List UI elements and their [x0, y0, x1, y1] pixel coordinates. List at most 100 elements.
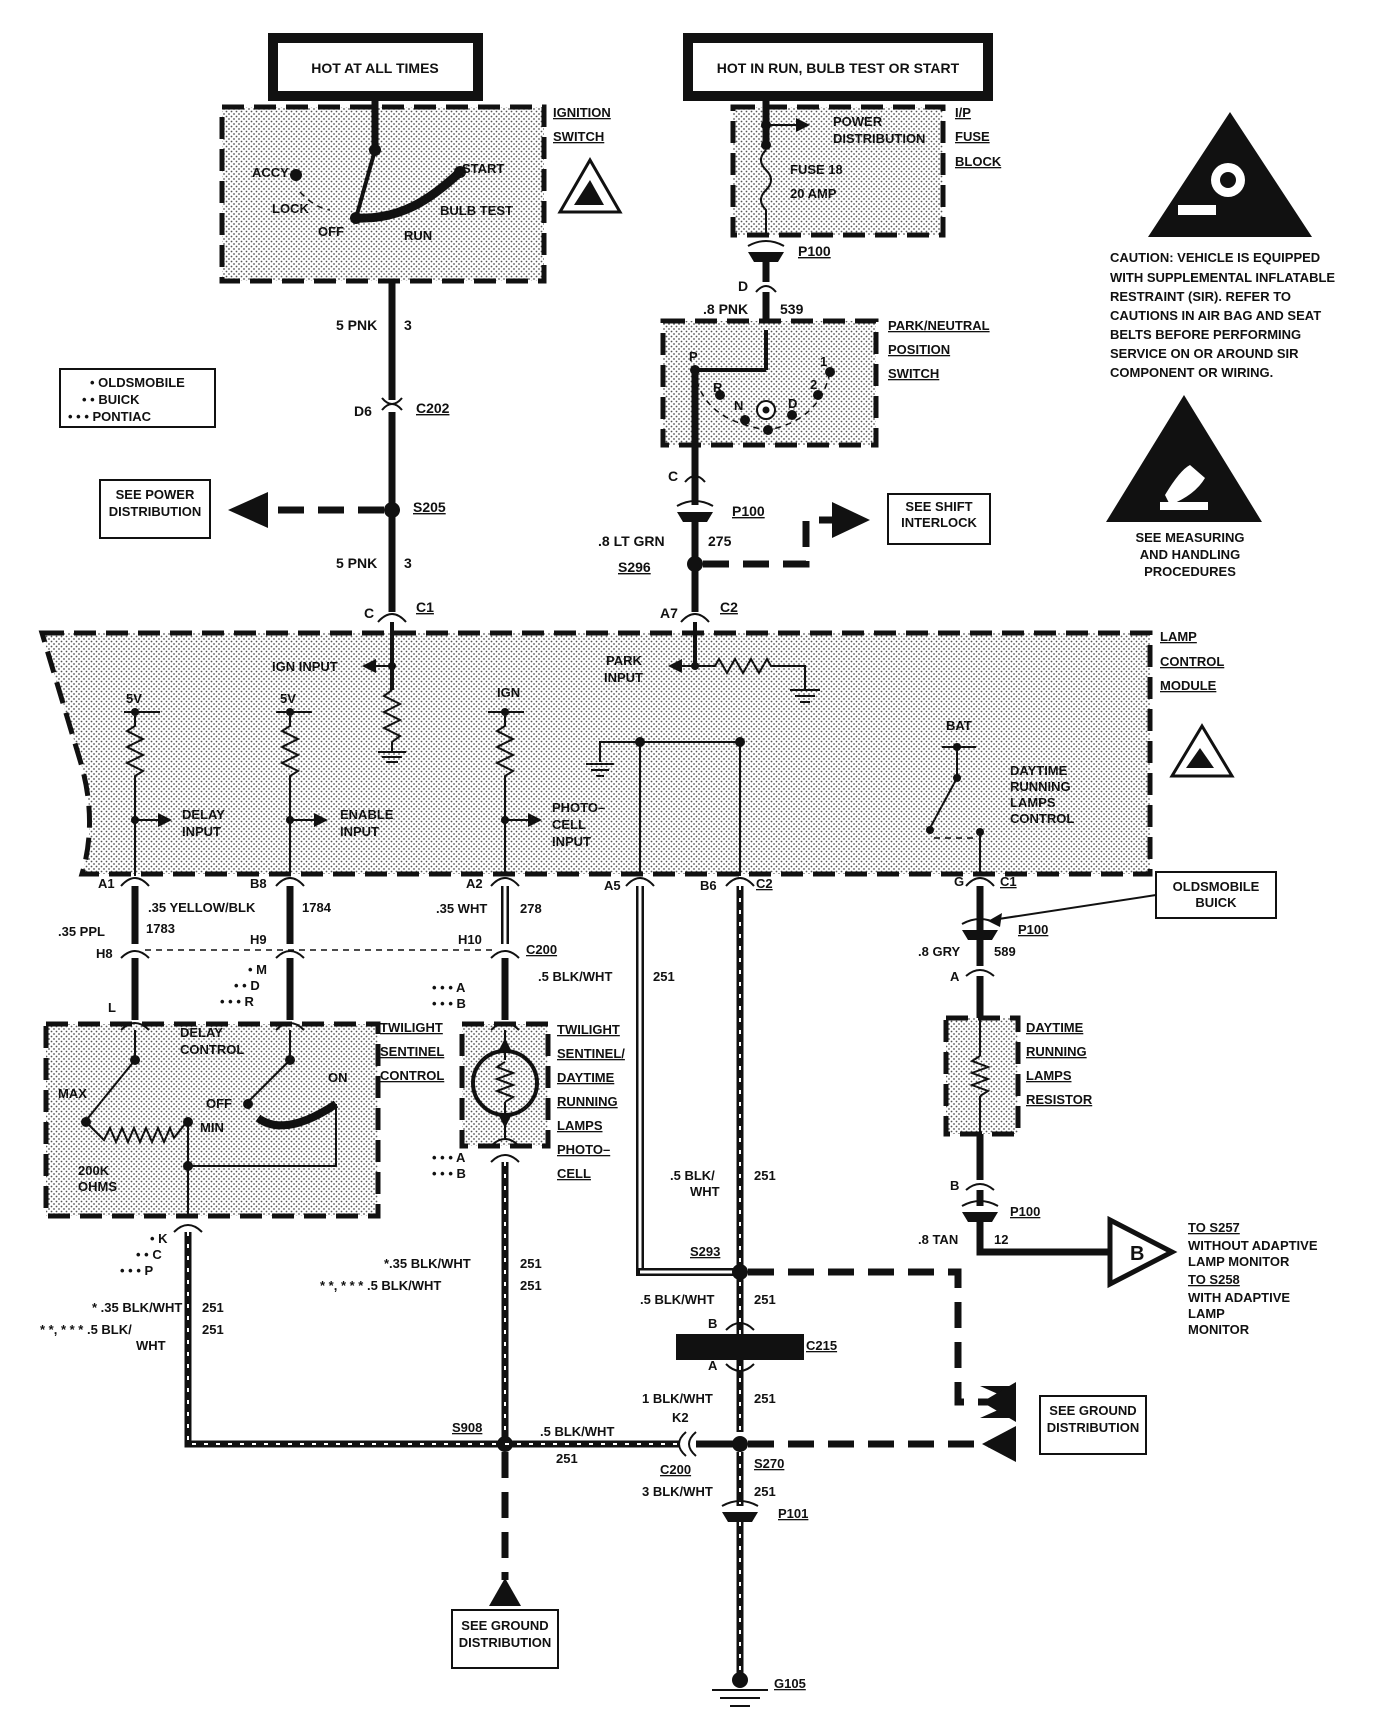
pn-p: P [689, 349, 698, 364]
wire-bw5: * .35 BLK/WHT [92, 1300, 182, 1315]
ref-power-1: SEE POWER [116, 487, 195, 502]
wire-12: 12 [994, 1232, 1008, 1247]
tw-label-3: CONTROL [380, 1068, 444, 1083]
wire-251j: 251 [754, 1484, 776, 1499]
tw-ohms-1: 200K [78, 1163, 110, 1178]
conn-c-pn: C [668, 468, 678, 484]
lcm-drl-4: CONTROL [1010, 811, 1074, 826]
conn-b-bot: • • • B [432, 1166, 466, 1181]
lcm-enable-1: ENABLE [340, 807, 394, 822]
lcm-label-3: MODULE [1160, 678, 1217, 693]
conn-b-top: • • • B [432, 996, 466, 1011]
conn-h10: H10 [458, 932, 482, 947]
conn-b-drl: B [950, 1178, 959, 1193]
conn-a2: A2 [466, 876, 483, 891]
wire-bw6a: * *, * * * .5 BLK/ [40, 1322, 132, 1337]
lcm-5v-b: 5V [280, 691, 296, 706]
wire-251c: 251 [520, 1256, 542, 1271]
lcm-bat: BAT [946, 718, 972, 733]
header-hot-all-times-text: HOT AT ALL TIMES [311, 60, 439, 76]
wire-3-a: 3 [404, 317, 412, 333]
wire-bw1: .5 BLK/WHT [538, 969, 612, 984]
fuse-block-label-2: FUSE [955, 129, 990, 144]
tw-control: CONTROL [180, 1042, 244, 1057]
conn-p101: P101 [778, 1506, 808, 1521]
wire-251f: 251 [202, 1322, 224, 1337]
ign-lock: LOCK [272, 201, 309, 216]
wire-wht: .35 WHT [436, 901, 487, 916]
conn-c1: C1 [416, 599, 434, 615]
conn-c202: C202 [416, 400, 450, 416]
wire-bw4: * *, * * * .5 BLK/WHT [320, 1278, 441, 1293]
pn-label-2: POSITION [888, 342, 950, 357]
lcm-park-1: PARK [606, 653, 642, 668]
conn-g105: G105 [774, 1676, 806, 1691]
fuse-18: FUSE 18 [790, 162, 843, 177]
ref-gnd2-1: SEE GROUND [1049, 1403, 1136, 1418]
splice-s908: S908 [452, 1420, 482, 1435]
caution-3: RESTRAINT (SIR). REFER TO [1110, 289, 1291, 304]
ref-gnd1-2: DISTRIBUTION [459, 1635, 551, 1650]
c200-top-connectors [120, 950, 520, 959]
caution-1: CAUTION: VEHICLE IS EQUIPPED [1110, 250, 1320, 265]
drl-label-4: RESISTOR [1026, 1092, 1093, 1107]
ref-shift-1: SEE SHIFT [905, 499, 972, 514]
ref-olds-buick-2: BUICK [1195, 895, 1237, 910]
tw-on: ON [328, 1070, 348, 1085]
wire-589: 589 [994, 944, 1016, 959]
wire-539: 539 [780, 301, 804, 317]
conn-b8: B8 [250, 876, 267, 891]
airbag-warning-icon [1148, 112, 1312, 237]
pc-label-2: SENTINEL/ [557, 1046, 625, 1061]
conn-a215: A [708, 1358, 718, 1373]
ignition-warning-icon [557, 156, 623, 214]
lcm-drl-3: LAMPS [1010, 795, 1056, 810]
esd-3: PROCEDURES [1144, 564, 1236, 579]
wire-ppl: .35 PPL [58, 924, 105, 939]
drl-label-1: DAYTIME [1026, 1020, 1084, 1035]
fuse-power: POWER [833, 114, 883, 129]
lcm-photo-3: INPUT [552, 834, 591, 849]
tw-off: OFF [206, 1096, 232, 1111]
wire-bw2a: .5 BLK/ [670, 1168, 715, 1183]
wire-251d: 251 [520, 1278, 542, 1293]
conn-c200-b: C200 [660, 1462, 691, 1477]
wire-251i: 251 [754, 1391, 776, 1406]
wire-bw2b: WHT [690, 1184, 720, 1199]
wire-251h: 251 [754, 1292, 776, 1307]
lcm-drl-1: DAYTIME [1010, 763, 1068, 778]
conn-p100-c: P100 [1018, 922, 1048, 937]
ign-accy: ACCY [252, 165, 289, 180]
wire-1783: 1783 [146, 921, 175, 936]
tw-min: MIN [200, 1120, 224, 1135]
pn-r: R [713, 380, 723, 395]
pc-label-3: DAYTIME [557, 1070, 615, 1085]
lcm-enable-2: INPUT [340, 824, 379, 839]
pc-label-5: LAMPS [557, 1118, 603, 1133]
ref-power-2: DISTRIBUTION [109, 504, 201, 519]
conn-c215: C215 [806, 1338, 837, 1353]
splice-s270: S270 [754, 1456, 784, 1471]
conn-r: • • • R [220, 994, 254, 1009]
conn-l: L [108, 1000, 116, 1015]
splice-s293: S293 [690, 1244, 720, 1259]
conn-c2-lcm: C2 [756, 876, 773, 891]
wire-bw7: .5 BLK/WHT [540, 1424, 614, 1439]
conn-b6: B6 [700, 878, 717, 893]
pn-n: N [734, 398, 743, 413]
splice-s296: S296 [618, 559, 651, 575]
conn-d6: D6 [354, 403, 372, 419]
legend-olds: • OLDSMOBILE [90, 375, 185, 390]
drl-label-3: LAMPS [1026, 1068, 1072, 1083]
pn-label-1: PARK/NEUTRAL [888, 318, 990, 333]
fuse-block-label-1: I/P [955, 105, 971, 120]
lcm-label-2: CONTROL [1160, 654, 1224, 669]
lcm-delay-1: DELAY [182, 807, 225, 822]
ignition-label-2: SWITCH [553, 129, 604, 144]
wire-278: 278 [520, 901, 542, 916]
conn-c-tw: • • C [136, 1247, 162, 1262]
ref-with: WITH ADAPTIVE [1188, 1290, 1290, 1305]
pn-1: 1 [820, 354, 827, 369]
esd-1: SEE MEASURING [1135, 530, 1244, 545]
